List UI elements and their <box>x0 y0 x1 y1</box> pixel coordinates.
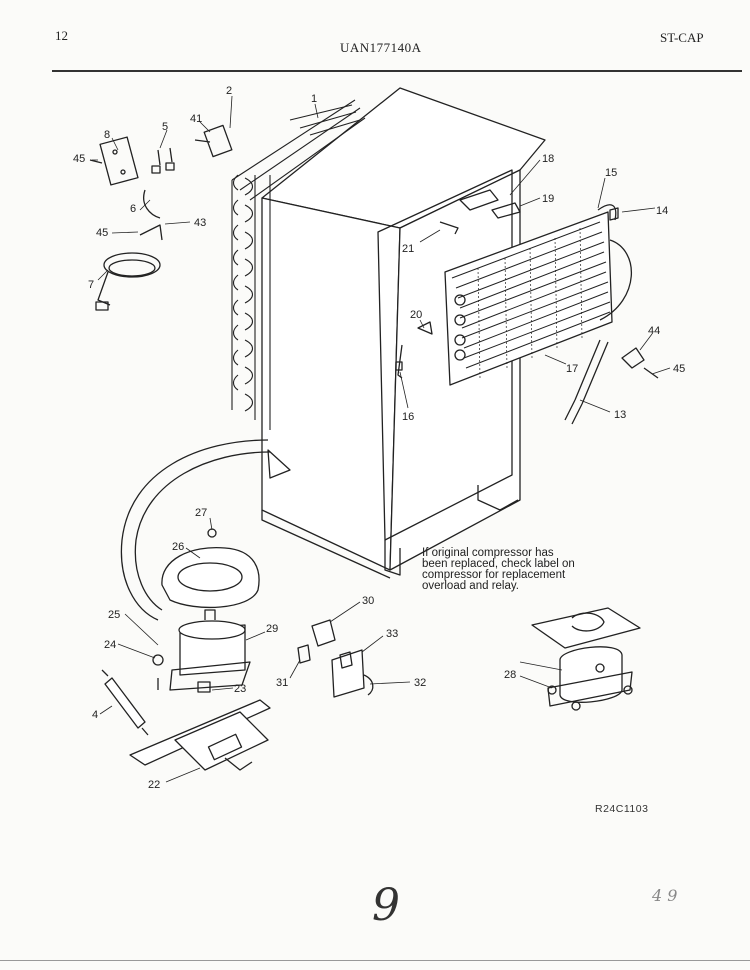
label-24: 24 <box>104 639 116 651</box>
note-line-2: been replaced, check label on <box>422 558 575 570</box>
label-17: 17 <box>566 363 578 375</box>
model-number: UAN177140A <box>340 40 422 55</box>
label-20: 20 <box>410 309 422 321</box>
label-25: 25 <box>108 609 120 621</box>
replacement-compressor <box>531 607 641 711</box>
compressor <box>152 609 251 693</box>
label-8: 8 <box>104 129 110 141</box>
note-line-4: overload and relay. <box>422 580 519 592</box>
label-45-mid: 45 <box>96 227 108 239</box>
label-14: 14 <box>656 205 668 217</box>
label-31: 31 <box>276 677 288 689</box>
label-27: 27 <box>195 507 207 519</box>
front-condenser-coil <box>444 204 632 386</box>
label-26: 26 <box>172 541 184 553</box>
label-30: 30 <box>362 595 374 607</box>
label-45-right: 45 <box>673 363 685 375</box>
label-21: 21 <box>402 243 414 255</box>
relay-overload <box>297 619 374 698</box>
label-4: 4 <box>92 709 98 721</box>
drawing-reference-code: R24C1103 <box>595 803 649 815</box>
section-category: ST-CAP <box>660 30 704 45</box>
label-18: 18 <box>542 153 554 165</box>
base-bracket <box>129 699 271 771</box>
label-41: 41 <box>190 113 202 125</box>
handwritten-mark: 9 <box>372 880 400 931</box>
label-28: 28 <box>504 669 516 681</box>
compressor-replacement-note: If original compressor has been replaced… <box>422 547 662 592</box>
label-13: 13 <box>614 409 626 421</box>
label-43: 43 <box>194 217 206 229</box>
label-23: 23 <box>234 683 246 695</box>
label-45-top: 45 <box>73 153 85 165</box>
compressor-mount-pad <box>161 528 260 608</box>
page-number: 12 <box>55 28 68 43</box>
label-2: 2 <box>226 85 232 97</box>
label-6: 6 <box>130 203 136 215</box>
label-5: 5 <box>162 121 168 133</box>
note-line-3: compressor for replacement <box>422 569 566 581</box>
label-1: 1 <box>311 93 317 105</box>
label-32: 32 <box>414 677 426 689</box>
label-33: 33 <box>386 628 398 640</box>
label-22: 22 <box>148 779 160 791</box>
filter-drier <box>101 669 149 736</box>
label-15: 15 <box>605 167 617 179</box>
suction-tube <box>120 439 291 621</box>
label-16: 16 <box>402 411 414 423</box>
leader-lines <box>92 95 671 783</box>
note-line-1: If original compressor has <box>422 547 554 559</box>
label-29: 29 <box>266 623 278 635</box>
label-19: 19 <box>542 193 554 205</box>
rear-condenser-coil <box>231 99 366 430</box>
drain-tube <box>564 339 609 425</box>
header-rule <box>52 70 742 72</box>
part-labels: 2 1 41 8 5 45 6 45 43 7 18 15 14 19 21 2… <box>73 85 685 791</box>
label-44: 44 <box>648 325 660 337</box>
handwritten-mark-faint: 4 9 <box>652 886 678 905</box>
footer-rule <box>0 960 750 961</box>
label-7: 7 <box>88 279 94 291</box>
